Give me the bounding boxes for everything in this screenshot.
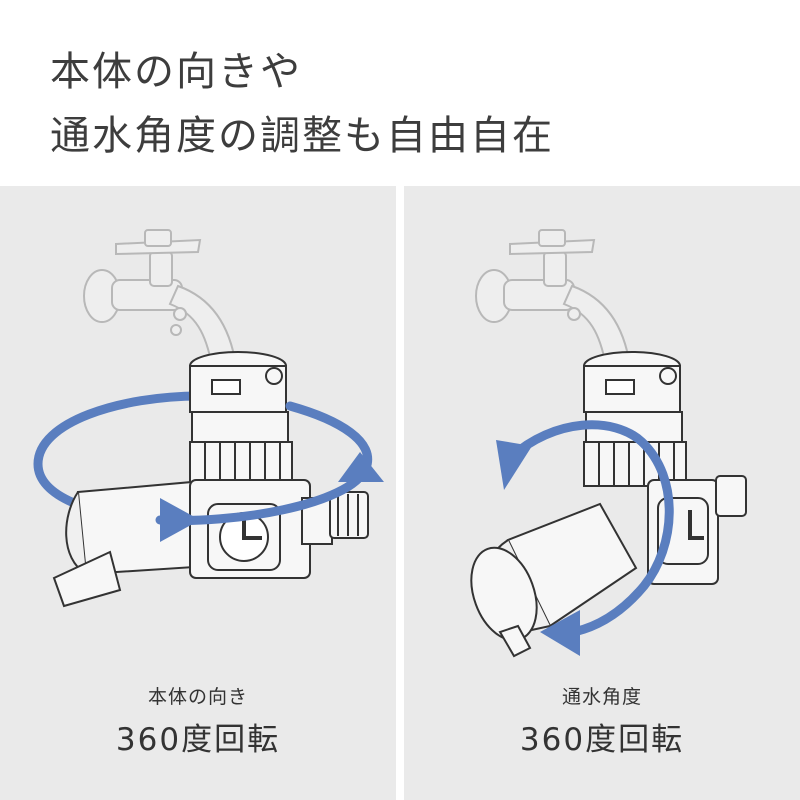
device-icon bbox=[52, 351, 369, 608]
caption-flow-angle: 通水角度 bbox=[561, 686, 642, 708]
headline-line-1: 本体の向きや bbox=[50, 49, 302, 95]
panel-flow-angle: 通水角度 360度回転 bbox=[404, 186, 800, 800]
caption-rotation-360: 360度回転 bbox=[115, 722, 281, 758]
faucet-icon bbox=[83, 229, 238, 367]
flow-angle-illustration bbox=[470, 229, 747, 658]
headline: 本体の向きや 通水角度の調整も自由自在 bbox=[50, 40, 770, 168]
device-icon bbox=[470, 351, 747, 658]
headline-line-2: 通水角度の調整も自由自在 bbox=[50, 113, 554, 159]
arrowhead-right bbox=[160, 498, 200, 542]
body-rotation-illustration bbox=[33, 229, 384, 608]
tilt-arrow bbox=[505, 420, 674, 637]
faucet-icon bbox=[475, 229, 632, 367]
panel-body-rotation: 本体の向き 360度回転 bbox=[0, 186, 396, 800]
arrowhead-down-left bbox=[540, 610, 580, 656]
arrowhead-up bbox=[338, 452, 384, 482]
caption-body-direction: 本体の向き bbox=[147, 686, 248, 708]
arrowhead-up-left bbox=[496, 440, 532, 490]
caption-rotation-360: 360度回転 bbox=[519, 722, 685, 758]
